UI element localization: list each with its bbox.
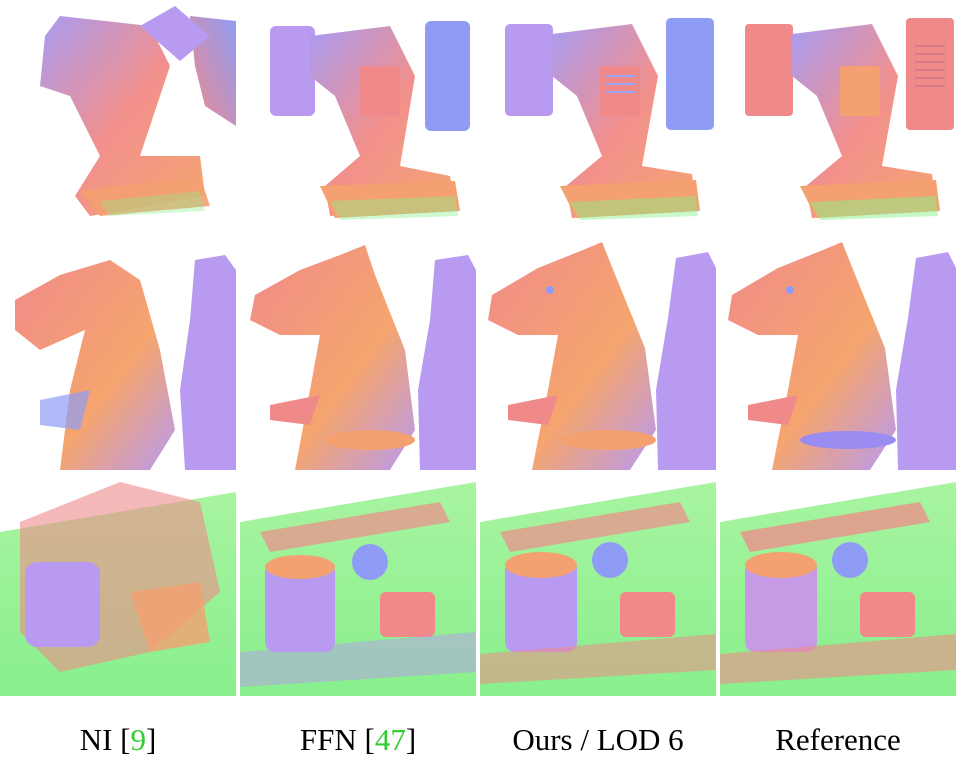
robot-ni-image xyxy=(0,6,236,236)
caption-ours-text: Ours / LOD 6 xyxy=(512,722,684,757)
caption-ni-text: NI [ xyxy=(79,722,131,757)
caption-reference: Reference xyxy=(720,722,956,758)
caption-ni-bracket: ] xyxy=(145,722,157,757)
comparison-grid xyxy=(0,6,956,696)
caption-ffn-bracket: ] xyxy=(405,722,417,757)
gears-ni-image xyxy=(0,470,236,696)
robot-ffn-image xyxy=(240,6,476,236)
gears-ffn-image xyxy=(240,470,476,696)
gears-ours-image xyxy=(480,470,716,696)
horse-reference-image xyxy=(720,240,956,470)
citation-link-ffn[interactable]: 47 xyxy=(374,722,406,757)
gears-reference-image xyxy=(720,470,956,696)
caption-ni: NI [9] xyxy=(0,722,236,758)
horse-ffn-image xyxy=(240,240,476,470)
horse-ni-image xyxy=(0,240,236,470)
robot-reference-image xyxy=(720,6,956,236)
caption-ffn-text: FFN [ xyxy=(299,722,375,757)
caption-reference-text: Reference xyxy=(775,722,901,757)
caption-ours: Ours / LOD 6 xyxy=(480,722,716,758)
caption-ffn: FFN [47] xyxy=(240,722,476,758)
citation-link-ni[interactable]: 9 xyxy=(130,722,146,757)
horse-ours-image xyxy=(480,240,716,470)
robot-ours-image xyxy=(480,6,716,236)
